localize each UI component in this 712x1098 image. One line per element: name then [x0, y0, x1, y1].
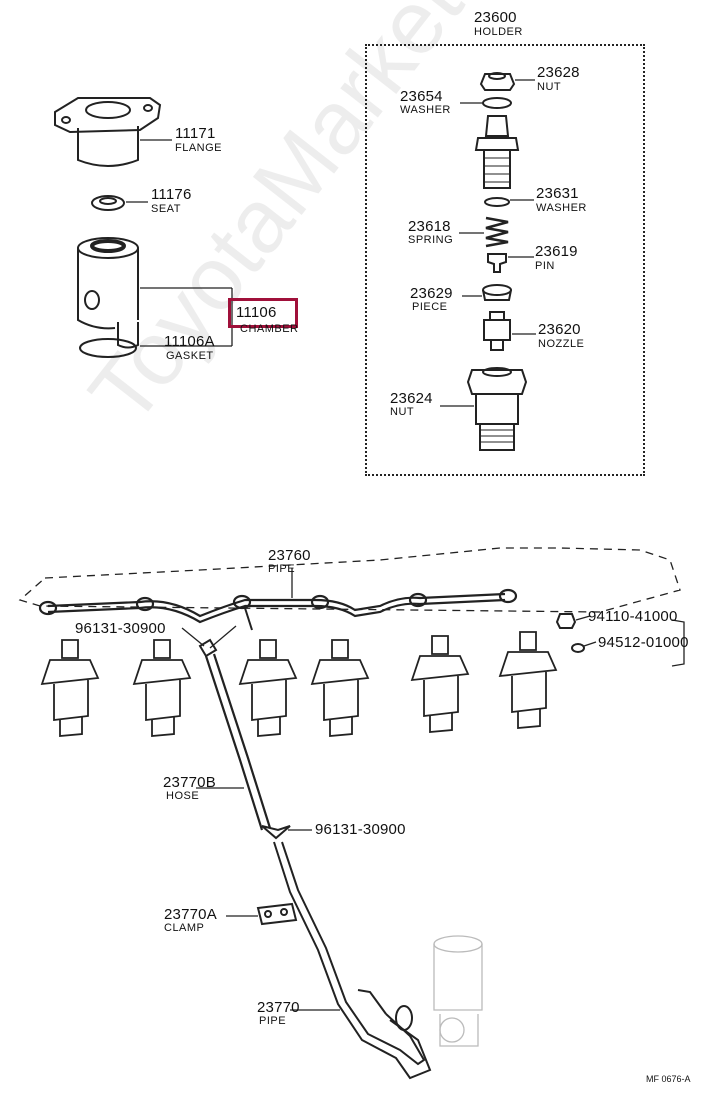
part-name-seat: SEAT — [151, 203, 181, 215]
part-number-96131-lower[interactable]: 96131-30900 — [315, 821, 406, 838]
highlighted-part-box — [228, 298, 298, 328]
seat-drawing — [91, 195, 148, 211]
part-name-clamp: CLAMP — [164, 922, 205, 934]
part-name-washer-23631: WASHER — [536, 202, 587, 214]
part-name-gasket: GASKET — [166, 350, 214, 362]
holder-name: HOLDER — [474, 26, 523, 38]
part-number-23631[interactable]: 23631 — [536, 185, 579, 202]
gasket-drawing — [79, 338, 137, 358]
part-name-spring: SPRING — [408, 234, 454, 246]
part-name-nozzle: NOZZLE — [538, 338, 585, 350]
part-number-23619[interactable]: 23619 — [535, 243, 578, 260]
part-number-23770a[interactable]: 23770A — [164, 906, 217, 923]
part-number-11176[interactable]: 11176 — [151, 186, 192, 203]
injectors-drawing — [40, 631, 558, 737]
part-name-nut-23624: NUT — [390, 406, 415, 418]
return-hose-drawing — [181, 625, 312, 840]
part-number-23618[interactable]: 23618 — [408, 218, 451, 235]
part-number-96131-upper[interactable]: 96131-30900 — [75, 620, 166, 637]
part-number-11106[interactable]: 11106 — [236, 304, 277, 321]
chamber-drawing — [77, 237, 233, 349]
holder-drawing — [440, 72, 536, 451]
pump-ghost-drawing — [433, 935, 483, 1047]
part-number-11171[interactable]: 11171 — [175, 125, 216, 142]
holder-number: 23600 — [474, 9, 517, 26]
part-name-hose: HOSE — [166, 790, 200, 802]
engine-outline-drawing — [18, 547, 681, 613]
part-name-pipe-23760: PIPE — [268, 563, 296, 575]
part-name-flange: FLANGE — [175, 142, 223, 154]
part-number-23624[interactable]: 23624 — [390, 390, 433, 407]
part-number-23620[interactable]: 23620 — [538, 321, 581, 338]
part-name-pin: PIN — [535, 260, 555, 272]
part-number-23770b[interactable]: 23770B — [163, 774, 216, 791]
nut-washer-drawing — [555, 613, 685, 667]
part-name-washer-23654: WASHER — [400, 104, 451, 116]
part-number-23629[interactable]: 23629 — [410, 285, 453, 302]
diagram-code: MF 0676-A — [646, 1074, 691, 1084]
part-number-94110[interactable]: 94110-41000 — [588, 608, 678, 625]
part-number-23628[interactable]: 23628 — [537, 64, 580, 81]
return-pipe-drawing — [226, 841, 432, 1080]
leak-pipe-drawing — [38, 568, 518, 631]
part-name-pipe-23770: PIPE — [259, 1015, 287, 1027]
part-number-11106a[interactable]: 11106A — [164, 333, 215, 350]
part-name-chamber: CHAMBER — [240, 323, 299, 335]
part-number-23760[interactable]: 23760 — [268, 547, 311, 564]
part-name-piece: PIECE — [412, 301, 448, 313]
part-number-23654[interactable]: 23654 — [400, 88, 443, 105]
part-number-94512[interactable]: 94512-01000 — [598, 634, 689, 651]
holder-assembly-box — [365, 44, 645, 476]
part-number-23770[interactable]: 23770 — [257, 999, 300, 1016]
flange-drawing — [54, 97, 172, 167]
part-name-nut-23628: NUT — [537, 81, 562, 93]
